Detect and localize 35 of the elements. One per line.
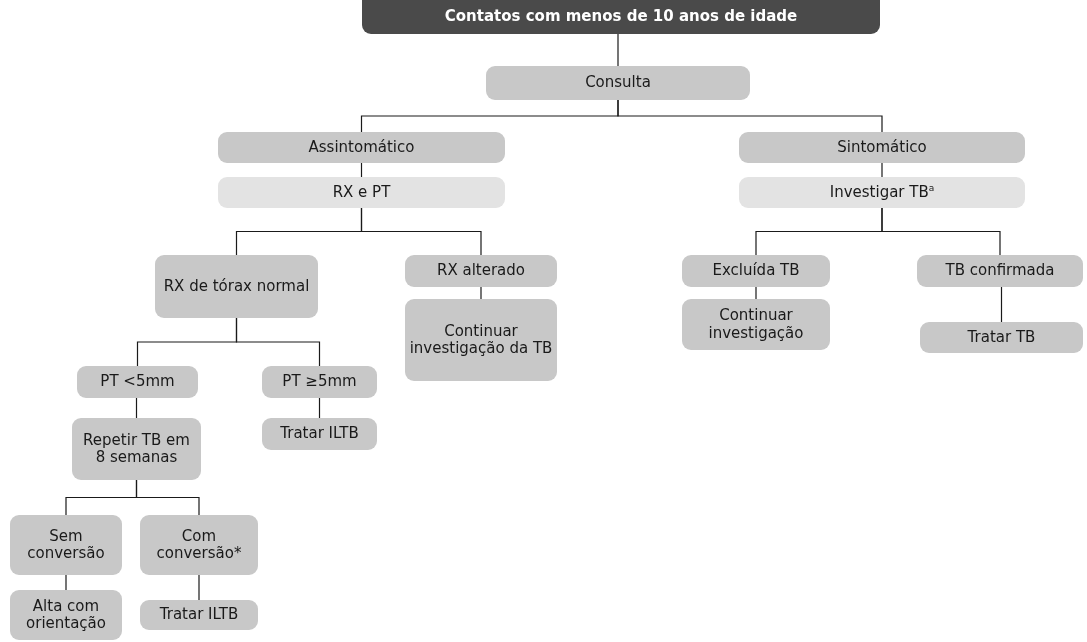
connector-line	[360, 207, 482, 256]
process-box: Sintomático	[739, 132, 1025, 163]
connector-line	[135, 397, 138, 419]
process-box: Repetir TB em 8 semanas	[72, 418, 201, 480]
process-box: Sem conversão	[10, 515, 122, 575]
process-box: RX de tórax normal	[155, 255, 318, 318]
process-box: Contatos com menos de 10 anos de idade	[362, 0, 880, 34]
connector-line	[1000, 286, 1003, 323]
connector-line	[135, 479, 200, 516]
process-box: Alta com orientação	[10, 590, 122, 640]
process-box: Excluída TB	[682, 255, 830, 287]
connector-line	[617, 33, 619, 67]
process-box: PT ≥5mm	[262, 366, 377, 398]
connector-line	[198, 574, 200, 601]
process-box: Tratar TB	[920, 322, 1083, 353]
process-box: Continuar investigação	[682, 299, 830, 350]
connector-line	[318, 397, 321, 419]
connector-line	[65, 574, 67, 591]
connector-line	[881, 162, 883, 178]
connector-line	[480, 286, 482, 300]
process-box: PT <5mm	[77, 366, 198, 398]
process-box: TB confirmada	[917, 255, 1083, 287]
process-box: Continuar investigação da TB	[405, 299, 557, 381]
process-box: Tratar ILTB	[262, 418, 377, 450]
connector-line	[235, 317, 321, 367]
connector-line	[617, 99, 883, 133]
connector-line	[881, 207, 1001, 256]
process-box: Assintomático	[218, 132, 505, 163]
process-box: Com conversão*	[140, 515, 258, 575]
connector-line	[755, 286, 757, 300]
process-box: RX alterado	[405, 255, 557, 287]
process-box: RX e PT	[218, 177, 505, 208]
process-box: Investigar TB$^{a}$	[739, 177, 1025, 208]
process-box: Consulta	[486, 66, 750, 100]
process-box: Tratar ILTB	[140, 600, 258, 630]
